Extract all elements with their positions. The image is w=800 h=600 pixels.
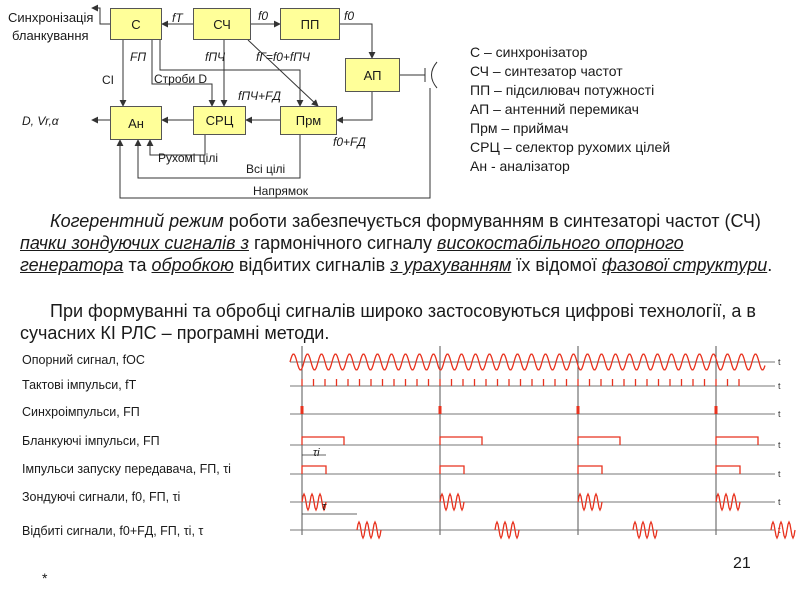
time-axis-label: t — [778, 381, 781, 391]
echo-burst — [770, 520, 796, 540]
block-power-amplifier: ПП — [280, 8, 340, 40]
probe-burst — [715, 492, 741, 512]
time-axis-label: t — [778, 469, 781, 479]
signal-label: Відбиті сигнали, f0+FД, FП, τі, τ — [22, 524, 204, 538]
block-moving-target-selector-label: СРЦ — [205, 113, 234, 128]
text-segment: роботи забезпечується формуванням в синт… — [223, 211, 761, 231]
text-segment: їх відомої — [511, 255, 602, 275]
sync-pulse — [438, 406, 442, 414]
legend-item: Ан - аналізатор — [470, 158, 570, 174]
legend-item: СЧ – синтезатор частот — [470, 63, 623, 79]
block-moving-target-selector: СРЦ — [193, 106, 246, 135]
block-synchronizer: С — [110, 8, 162, 40]
launch-pulse — [439, 465, 465, 474]
reference-signal-wave — [289, 353, 766, 371]
block-receiver-label: Прм — [295, 113, 322, 128]
text-segment: відбитих сигналів — [233, 255, 391, 275]
blanking-pulse — [439, 436, 483, 445]
block-frequency-synthesizer-label: СЧ — [213, 16, 231, 32]
label-ft: fT — [172, 11, 183, 25]
label-fpch-fd: fПЧ+FД — [238, 89, 281, 103]
label-output-dva: D, Vr,α — [22, 114, 59, 128]
time-axis-label: t — [778, 497, 781, 507]
blanking-pulse — [301, 436, 345, 445]
signal-label: Синхроімпульси, FП — [22, 405, 140, 419]
signal-label: Тактові імпульси, fT — [22, 378, 137, 392]
text-phase-structure: фазової структури — [601, 255, 768, 275]
text-processing: обробкою — [151, 255, 234, 275]
footer-star: * — [42, 570, 48, 586]
label-fpch: fПЧ — [205, 50, 226, 64]
launch-pulse — [715, 465, 741, 474]
tau-i-label: τі — [313, 447, 320, 459]
block-synchronizer-label: С — [131, 16, 141, 32]
block-antenna-switch-label: АП — [363, 67, 382, 83]
label-fg: fГ=f0+fПЧ — [256, 50, 310, 64]
label-all-targets: Всі цілі — [246, 162, 286, 176]
probe-burst — [439, 492, 465, 512]
label-f0-a: f0 — [258, 9, 269, 23]
tau-label: τ — [322, 501, 327, 513]
legend: С – синхронізатор СЧ – синтезатор частот… — [470, 43, 670, 176]
legend-item: СРЦ – селектор рухомих цілей — [470, 139, 671, 155]
sync-pulse — [576, 406, 580, 414]
paragraph-digital-tech: При формуванні та обробці сигналів широк… — [20, 301, 756, 343]
legend-item: АП – антенний перемикач — [470, 101, 639, 117]
probe-burst — [301, 492, 327, 512]
text-segment: . — [767, 255, 773, 275]
block-receiver: Прм — [280, 106, 337, 135]
block-power-amplifier-label: ПП — [300, 16, 320, 32]
sync-pulse — [300, 406, 304, 414]
blanking-pulse — [577, 436, 621, 445]
legend-item: С – синхронізатор — [470, 44, 588, 60]
time-axis-label: t — [778, 409, 781, 419]
label-f0-fd: f0+FД — [333, 135, 366, 149]
sync-label: Синхронізація — [8, 10, 94, 25]
signal-label: Зондуючі сигнали, f0, FП, τі — [22, 490, 181, 504]
signal-label: Імпульси запуску передавача, FП, τі — [22, 462, 231, 476]
text-coherent-mode: Когерентний режим — [50, 211, 224, 231]
label-f0-b: f0 — [344, 9, 355, 23]
time-axis-label: t — [778, 440, 781, 450]
sync-pulse — [714, 406, 718, 414]
text-segment: та — [123, 255, 152, 275]
echo-burst — [632, 520, 658, 540]
echo-burst — [356, 520, 382, 540]
probe-burst — [577, 492, 603, 512]
label-si: СІ — [102, 73, 114, 87]
blank-label: бланкування — [12, 28, 89, 43]
text-reference-oscillator: високостабільного опорного генератора — [20, 233, 684, 275]
label-direction: Напрямок — [253, 184, 309, 198]
block-analyzer-label: Ан — [128, 115, 144, 131]
block-analyzer: Ан — [110, 106, 162, 140]
time-axis-label: t — [778, 357, 781, 367]
launch-pulse — [577, 465, 603, 474]
label-fp: FП — [130, 50, 147, 64]
echo-burst — [494, 520, 520, 540]
legend-item: ПП – підсилювач потужності — [470, 82, 655, 98]
text-accounting: з урахуванням — [390, 255, 512, 275]
block-antenna-switch: АП — [345, 58, 400, 92]
text-segment: гармонічного сигналу — [248, 233, 438, 253]
label-strobes: Строби D — [154, 72, 208, 86]
blanking-pulse — [715, 436, 759, 445]
signal-label: Опорний сигнал, fОС — [22, 353, 145, 367]
paragraph-coherent-mode: Когерентний режим роботи забезпечується … — [20, 210, 790, 276]
label-moving-targets: Рухомі цілі — [158, 151, 218, 165]
text-pulse-train: пачки зондуючих сигналів з — [20, 233, 249, 253]
signal-label: Бланкуючі імпульси, FП — [22, 434, 160, 448]
block-frequency-synthesizer: СЧ — [193, 8, 251, 40]
launch-pulse — [301, 465, 327, 474]
legend-item: Прм – приймач — [470, 120, 569, 136]
page-number: 21 — [733, 555, 751, 572]
